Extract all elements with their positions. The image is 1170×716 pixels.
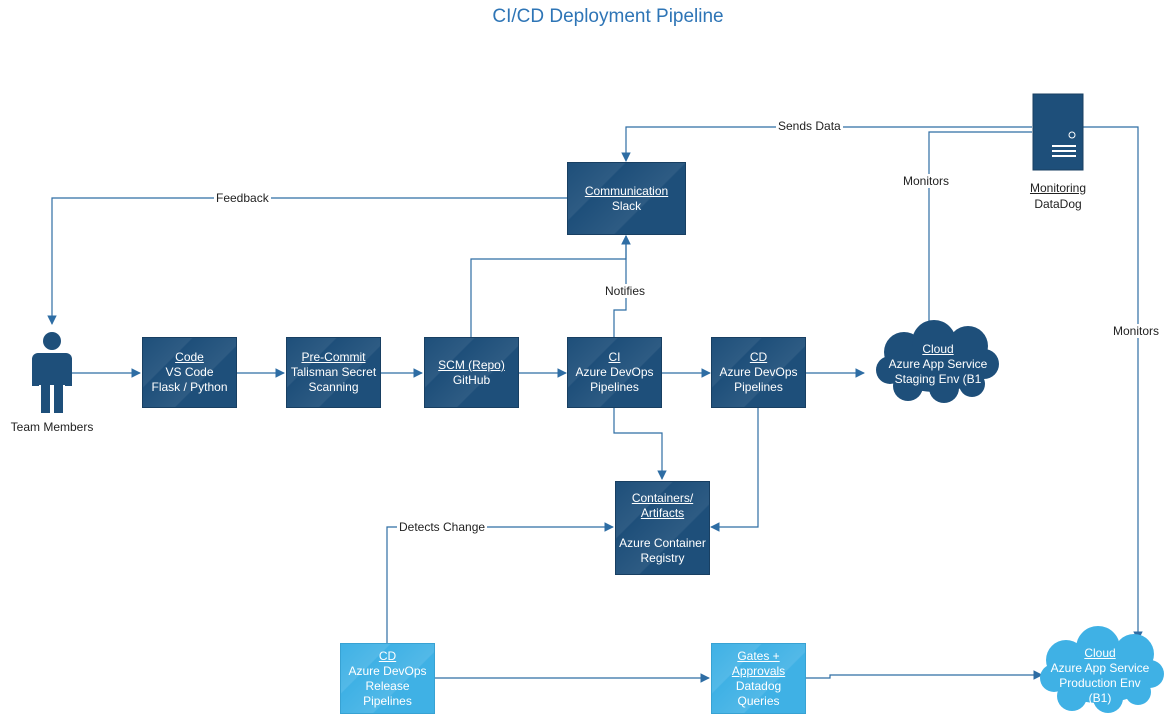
node-release-line-1: Azure DevOps <box>348 663 427 678</box>
node-staging-line-1: Azure App Service <box>888 357 988 371</box>
node-ci: CI Azure DevOps Pipelines <box>567 337 662 408</box>
node-staging-line-2: Staging Env (B1 <box>894 372 982 386</box>
node-release-line-2: Release <box>365 678 410 693</box>
edge-ci-notifies <box>613 235 631 337</box>
node-monitoring: Monitoring DataDog <box>1008 180 1108 212</box>
edge-label-feedback: Feedback <box>214 191 271 205</box>
team-members-label: Team Members <box>10 420 94 434</box>
node-communication: Communication Slack <box>567 162 686 235</box>
edge-feedback <box>47 197 567 325</box>
node-containers: Containers/ Artifacts Azure Container Re… <box>615 481 710 575</box>
node-cd-title: CD <box>749 350 768 364</box>
node-staging-title: Cloud <box>922 342 954 356</box>
edge-gates-to-production <box>806 670 1043 680</box>
node-precommit: Pre-Commit Talisman Secret Scanning <box>286 337 381 408</box>
diagram-title: CI/CD Deployment Pipeline <box>492 6 724 27</box>
node-scm: SCM (Repo) GitHub <box>424 337 519 408</box>
node-containers-title-2: Artifacts <box>640 505 685 520</box>
node-ci-line-2: Pipelines <box>590 380 639 394</box>
node-code-title: Code <box>175 350 204 364</box>
staging-cloud-icon <box>876 320 999 403</box>
node-precommit-title: Pre-Commit <box>301 350 366 364</box>
node-code-line-1: VS Code <box>165 365 214 379</box>
node-monitoring-title: Monitoring <box>1029 181 1087 195</box>
edge-monitors-staging <box>924 131 1032 332</box>
node-precommit-line-1: Talisman Secret <box>290 365 377 379</box>
edge-label-notifies: Notifies <box>603 284 648 298</box>
node-code: Code VS Code Flask / Python <box>142 337 237 408</box>
node-release-line-3: Pipelines <box>363 693 412 708</box>
edge-monitors-production <box>1083 126 1143 641</box>
node-communication-title: Communication <box>584 183 669 198</box>
node-release: CD Azure DevOps Release Pipelines <box>340 643 435 714</box>
edge-label-monitors-staging: Monitors <box>901 174 952 188</box>
node-containers-line-1: Azure Container <box>619 535 706 550</box>
node-production-title: Cloud <box>1084 646 1116 660</box>
node-ci-line-1: Azure DevOps <box>575 365 654 379</box>
node-code-line-2: Flask / Python <box>151 380 228 394</box>
edge-sends-data <box>621 126 1032 162</box>
node-cd-line-2: Pipelines <box>734 380 783 394</box>
node-production-line-2: Production Env <box>1059 676 1141 690</box>
node-gates-line-2: Queries <box>737 693 780 708</box>
person-icon <box>32 332 72 413</box>
node-precommit-line-2: Scanning <box>308 380 359 394</box>
node-production: Cloud Azure App Service Production Env (… <box>1040 646 1160 706</box>
node-gates-line-1: Datadog <box>735 678 782 693</box>
node-scm-line-1: GitHub <box>452 372 491 387</box>
production-cloud-icon <box>1040 626 1164 713</box>
node-release-title: CD <box>378 648 397 663</box>
node-monitoring-line-1: DataDog <box>1034 197 1082 211</box>
node-containers-title-1: Containers/ <box>631 490 694 505</box>
node-production-line-3: (B1) <box>1088 691 1112 705</box>
node-gates: Gates + Approvals Datadog Queries <box>711 643 806 714</box>
node-containers-line-2: Registry <box>640 550 685 565</box>
node-gates-title-1: Gates + <box>737 648 780 663</box>
node-cd-line-1: Azure DevOps <box>719 365 798 379</box>
edge-ci-to-containers <box>613 408 667 480</box>
edge-label-sends-data: Sends Data <box>776 119 843 133</box>
node-communication-line-1: Slack <box>611 198 642 213</box>
server-icon <box>1032 93 1084 171</box>
node-gates-title-2: Approvals <box>731 663 786 678</box>
node-cd: CD Azure DevOps Pipelines <box>711 337 806 408</box>
node-staging: Cloud Azure App Service Staging Env (B1 <box>878 342 998 387</box>
edge-label-monitors-production: Monitors <box>1111 324 1162 338</box>
node-ci-title: CI <box>608 350 621 364</box>
node-production-line-1: Azure App Service <box>1050 661 1150 675</box>
node-scm-title: SCM (Repo) <box>438 357 505 372</box>
edge-detects-change <box>386 522 614 643</box>
edge-cd-to-containers <box>710 408 759 532</box>
edge-label-detects-change: Detects Change <box>397 520 488 534</box>
